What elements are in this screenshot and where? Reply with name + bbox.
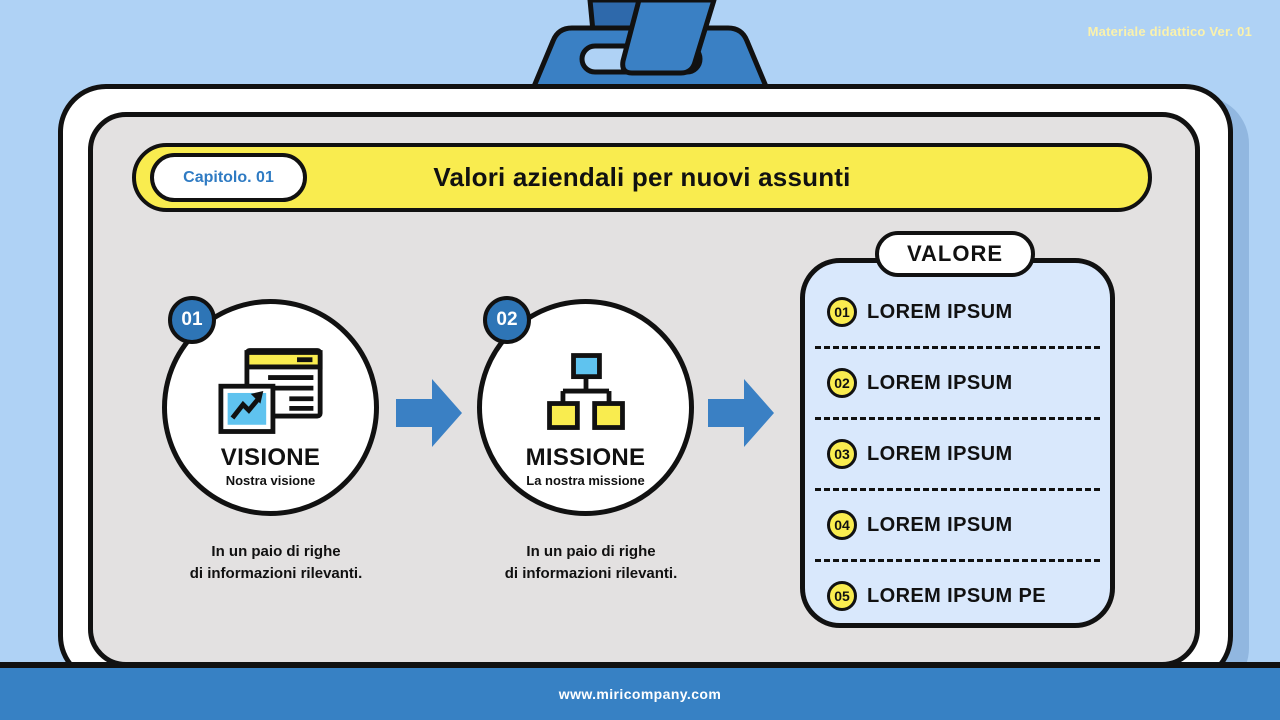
chapter-header — [132, 143, 1152, 212]
step-caption: In un paio di righe di informazioni rile… — [189, 543, 363, 582]
value-number-badge: 03 — [827, 439, 857, 469]
value-label: LOREM IPSUM — [867, 442, 1013, 465]
values-list: 01 LOREM IPSUM 02 LOREM IPSUM 03 LOREM I… — [805, 263, 1110, 614]
value-item: 05 LOREM IPSUM PE — [805, 578, 1110, 614]
value-number-badge: 05 — [827, 581, 857, 611]
value-item: 01 LOREM IPSUM — [805, 294, 1110, 330]
value-label: LOREM IPSUM PE — [867, 584, 1046, 607]
step-subtitle: La nostra missione — [526, 473, 645, 488]
value-item: 02 LOREM IPSUM — [805, 365, 1110, 401]
step-caption: In un paio di righe di informazioni rile… — [504, 543, 678, 582]
value-number-badge: 01 — [827, 297, 857, 327]
dashed-divider — [815, 346, 1100, 349]
dashed-divider — [815, 559, 1100, 562]
chapter-label: Capitolo. 01 — [183, 168, 274, 186]
dashed-divider — [815, 488, 1100, 491]
browser-analytics-icon — [217, 346, 324, 438]
arrow-right-icon — [708, 379, 774, 447]
step-number-badge: 02 — [483, 296, 531, 344]
values-panel-title: VALORE — [906, 241, 1004, 266]
value-item: 03 LOREM IPSUM — [805, 436, 1110, 472]
value-label: LOREM IPSUM — [867, 371, 1013, 394]
step-title: MISSIONE — [525, 444, 646, 471]
step-title: VISIONE — [220, 444, 321, 471]
values-panel-title-pill: VALORE — [875, 231, 1035, 277]
org-chart-icon — [538, 346, 634, 438]
version-label: Materiale didattico Ver. 01 — [1087, 24, 1252, 39]
page-title: Valori aziendali per nuovi assunti — [433, 162, 851, 192]
arrow-right-icon — [396, 379, 462, 447]
value-number-badge: 04 — [827, 510, 857, 540]
footer-bar: www.miricompany.com — [0, 662, 1280, 720]
value-label: LOREM IPSUM — [867, 300, 1013, 323]
footer-url: www.miricompany.com — [558, 686, 722, 702]
dashed-divider — [815, 417, 1100, 420]
value-item: 04 LOREM IPSUM — [805, 507, 1110, 543]
step-number-badge: 01 — [168, 296, 216, 344]
chapter-badge: Capitolo. 01 — [150, 153, 307, 202]
value-label: LOREM IPSUM — [867, 513, 1013, 536]
step-subtitle: Nostra visione — [225, 473, 316, 488]
lanyard-strap-front — [620, 0, 717, 76]
value-number-badge: 02 — [827, 368, 857, 398]
badge-lanyard — [527, 0, 773, 96]
